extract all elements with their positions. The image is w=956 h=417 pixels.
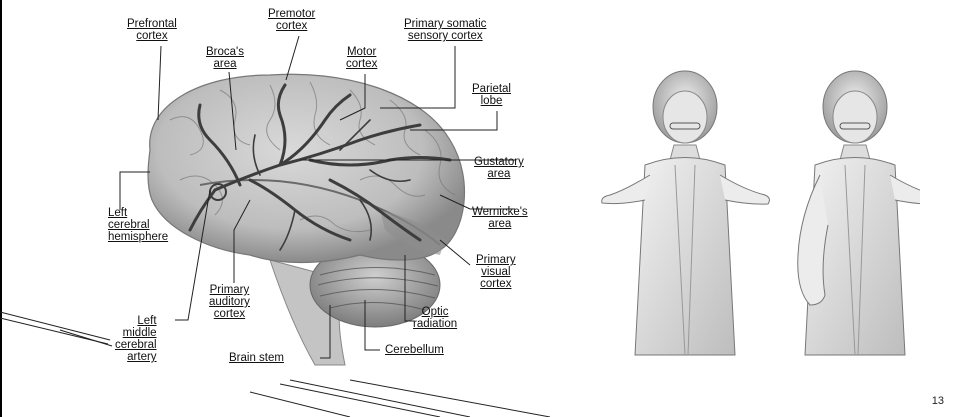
label-brocas-line2: area <box>206 58 244 70</box>
label-lmca-line3: cerebral <box>115 339 157 351</box>
label-somatic-line2: sensory cortex <box>404 30 486 42</box>
label-lmca-line2: middle <box>115 327 157 339</box>
label-brocas-area: Broca's area <box>206 46 244 70</box>
label-parietal-line2: lobe <box>472 95 511 107</box>
label-optic-line2: radiation <box>413 318 457 330</box>
label-visual-line1: Primary <box>476 254 516 266</box>
label-brain-stem: Brain stem <box>229 352 284 364</box>
label-hemisphere-line2: cerebral <box>108 219 168 231</box>
page-number: 13 <box>932 395 944 407</box>
figure-arm-drifting <box>798 71 920 355</box>
label-lmca-line1: Left <box>115 315 157 327</box>
label-wernickes-area: Wernicke's area <box>472 206 528 230</box>
label-brocas-line1: Broca's <box>206 46 244 58</box>
label-prefrontal-line1: Prefrontal <box>127 18 177 30</box>
label-hemisphere-line1: Left <box>108 207 168 219</box>
label-lmca-line4: artery <box>115 351 157 363</box>
label-prefrontal-line2: cortex <box>127 30 177 42</box>
label-motor-line2: cortex <box>346 58 377 70</box>
label-visual-line2: visual <box>476 266 516 278</box>
label-parietal-line1: Parietal <box>472 83 511 95</box>
label-primary-auditory-cortex: Primary auditory cortex <box>209 284 250 320</box>
label-premotor-line2: cortex <box>268 20 315 32</box>
label-auditory-line3: cortex <box>209 308 250 320</box>
label-visual-line3: cortex <box>476 278 516 290</box>
label-optic-radiation: Optic radiation <box>413 306 457 330</box>
label-somatic-line1: Primary somatic <box>404 18 486 30</box>
label-wernicke-line1: Wernicke's <box>472 206 528 218</box>
label-wernicke-line2: area <box>472 218 528 230</box>
label-left-middle-cerebral-artery: Left middle cerebral artery <box>115 315 157 363</box>
label-left-cerebral-hemisphere: Left cerebral hemisphere <box>108 207 168 243</box>
label-auditory-line2: auditory <box>209 296 250 308</box>
label-auditory-line1: Primary <box>209 284 250 296</box>
figure-arms-level <box>602 71 770 355</box>
label-gustatory-area: Gustatory area <box>474 156 524 180</box>
pronator-drift-illustration <box>600 65 920 365</box>
label-primary-visual-cortex: Primary visual cortex <box>476 254 516 290</box>
label-primary-somatic-sensory-cortex: Primary somatic sensory cortex <box>404 18 486 42</box>
label-gustatory-line1: Gustatory <box>474 156 524 168</box>
label-parietal-lobe: Parietal lobe <box>472 83 511 107</box>
label-cerebellum: Cerebellum <box>385 344 444 356</box>
label-motor-line1: Motor <box>346 46 377 58</box>
label-premotor-cortex: Premotor cortex <box>268 8 315 32</box>
label-motor-cortex: Motor cortex <box>346 46 377 70</box>
label-gustatory-line2: area <box>474 168 524 180</box>
label-prefrontal-cortex: Prefrontal cortex <box>127 18 177 42</box>
label-optic-line1: Optic <box>413 306 457 318</box>
label-hemisphere-line3: hemisphere <box>108 231 168 243</box>
label-premotor-line1: Premotor <box>268 8 315 20</box>
